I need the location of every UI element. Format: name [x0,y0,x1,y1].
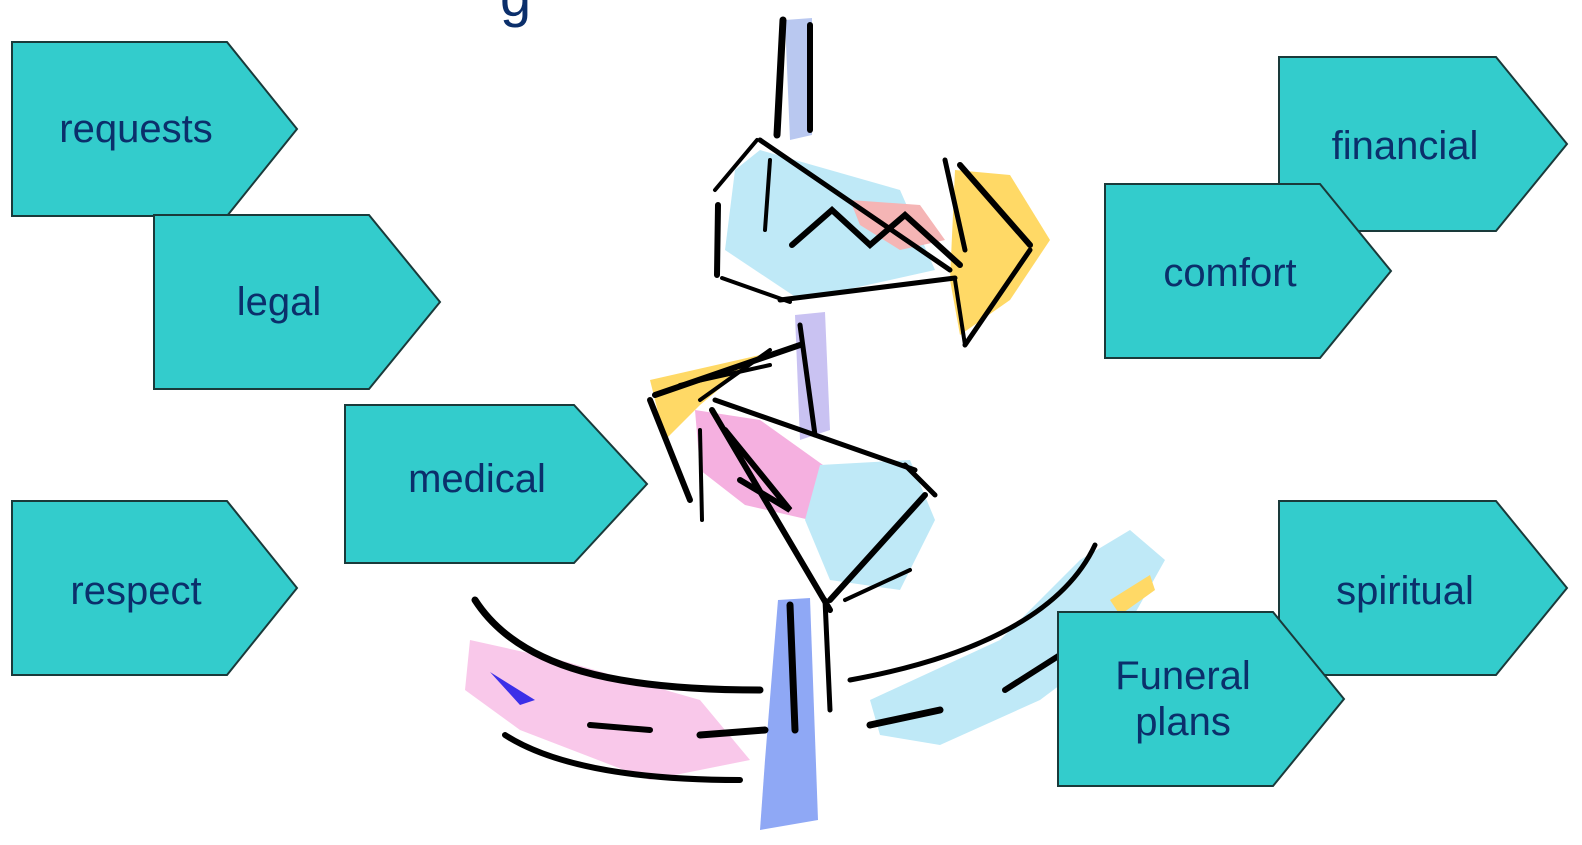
arrow-label-legal: legal [153,214,405,390]
arrow-funeral-plans: Funeral plans [1057,611,1345,787]
arrow-label-requests: requests [11,41,261,217]
arrow-medical: medical [344,404,648,564]
arrow-label-respect: respect [11,500,261,682]
arrow-legal: legal [153,214,441,390]
arrow-comfort: comfort [1104,183,1392,359]
arrow-requests: requests [11,41,298,217]
arrow-label-comfort: comfort [1104,183,1356,363]
arrow-label-medical: medical [344,404,610,554]
arrow-respect: respect [11,500,298,676]
arrow-label-funeral-plans: Funeral plans [1057,611,1309,787]
